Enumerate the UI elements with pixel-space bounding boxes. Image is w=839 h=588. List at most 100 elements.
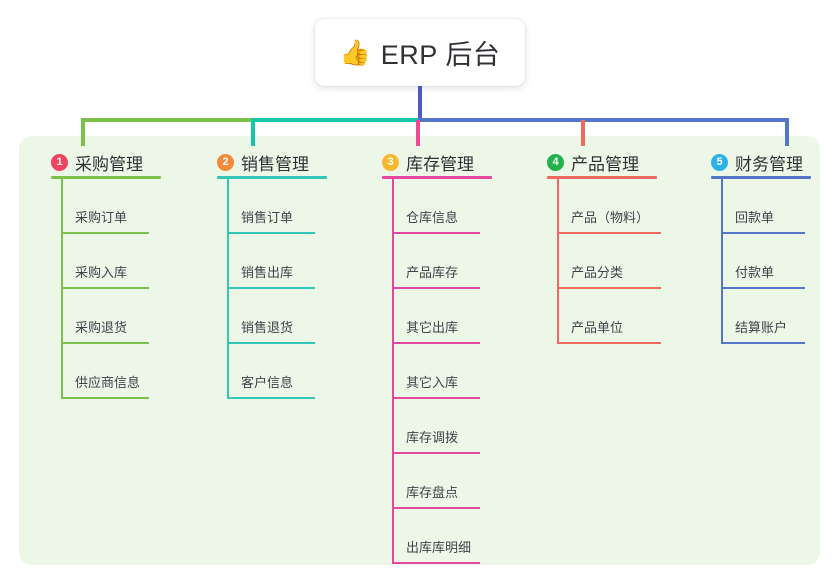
branch-leaf-list: 产品（物料） 产品分类产品单位 <box>529 179 661 344</box>
leaf-node-label: 其它出库 <box>406 320 459 335</box>
leaf-node-label: 回款单 <box>735 210 775 225</box>
leaf-node[interactable]: 付款单 <box>693 234 811 289</box>
leaf-node-label: 采购退货 <box>75 320 128 335</box>
leaf-node[interactable]: 产品单位 <box>529 289 661 344</box>
leaf-node-rule <box>392 287 480 289</box>
leaf-node[interactable]: 产品分类 <box>529 234 661 289</box>
leaf-node-rule <box>392 452 480 454</box>
branch-title: 库存管理 <box>406 154 474 174</box>
leaf-node[interactable]: 其它出库 <box>364 289 492 344</box>
branch-header-rule <box>711 176 811 179</box>
leaf-node[interactable]: 库存盘点 <box>364 454 492 509</box>
leaf-node[interactable]: 销售订单 <box>199 179 327 234</box>
branch-title: 采购管理 <box>75 154 143 174</box>
leaf-node-rule <box>392 232 480 234</box>
leaf-node-label: 库存盘点 <box>406 485 459 500</box>
leaf-node[interactable]: 回款单 <box>693 179 811 234</box>
leaf-node-rule <box>557 232 661 234</box>
leaf-node-label: 仓库信息 <box>406 210 459 225</box>
leaf-node-label: 结算账户 <box>735 320 788 335</box>
leaf-node-rule <box>227 342 315 344</box>
leaf-node-rule <box>227 232 315 234</box>
leaf-node[interactable]: 产品（物料） <box>529 179 661 234</box>
leaf-node-rule <box>392 562 480 564</box>
branch-column-4: 4 产品管理产品（物料） 产品分类产品单位 <box>529 145 661 344</box>
leaf-node-label: 库存调拨 <box>406 430 459 445</box>
leaf-node-rule <box>61 232 149 234</box>
branch-spine <box>721 179 723 344</box>
leaf-node-label: 产品单位 <box>571 320 624 335</box>
branch-header-4[interactable]: 4 产品管理 <box>529 145 657 179</box>
leaf-node-rule <box>227 397 315 399</box>
leaf-node-label: 其它入库 <box>406 375 459 390</box>
leaf-node-rule <box>557 342 661 344</box>
leaf-node[interactable]: 采购订单 <box>33 179 161 234</box>
leaf-node-label: 产品（物料） <box>571 210 650 225</box>
branch-header-rule <box>547 176 657 179</box>
leaf-node[interactable]: 采购退货 <box>33 289 161 344</box>
branch-leaf-list: 销售订单销售出库销售退货客户信息 <box>199 179 327 399</box>
leaf-node[interactable]: 结算账户 <box>693 289 811 344</box>
leaf-node-rule <box>61 397 149 399</box>
branch-header-1[interactable]: 1 采购管理 <box>33 145 161 179</box>
branch-title: 产品管理 <box>571 154 639 174</box>
leaf-node[interactable]: 库存调拨 <box>364 399 492 454</box>
leaf-node[interactable]: 产品库存 <box>364 234 492 289</box>
branch-column-1: 1 采购管理采购订单采购入库采购退货供应商信息 <box>33 145 161 399</box>
leaf-node-rule <box>61 342 149 344</box>
leaf-node[interactable]: 销售出库 <box>199 234 327 289</box>
leaf-node-label: 客户信息 <box>241 375 294 390</box>
leaf-node[interactable]: 供应商信息 <box>33 344 161 399</box>
leaf-node-rule <box>392 507 480 509</box>
branch-column-2: 2 销售管理销售订单销售出库销售退货客户信息 <box>199 145 327 399</box>
leaf-node[interactable]: 客户信息 <box>199 344 327 399</box>
leaf-node-rule <box>721 232 805 234</box>
leaf-node-rule <box>721 342 805 344</box>
leaf-node[interactable]: 销售退货 <box>199 289 327 344</box>
leaf-node-rule <box>392 342 480 344</box>
diagram-body-panel <box>19 136 820 565</box>
leaf-node[interactable]: 出库库明细 <box>364 509 492 564</box>
root-node-erp-backend[interactable]: 👍 ERP 后台 <box>315 19 525 86</box>
branch-spine <box>392 179 394 564</box>
leaf-node-label: 产品分类 <box>571 265 624 280</box>
leaf-node-rule <box>721 287 805 289</box>
branch-leaf-list: 仓库信息产品库存其它出库其它入库库存调拨库存盘点出库库明细 <box>364 179 492 564</box>
branch-title: 财务管理 <box>735 154 803 174</box>
leaf-node-rule <box>392 397 480 399</box>
leaf-node-rule <box>227 287 315 289</box>
leaf-node-label: 供应商信息 <box>75 375 141 390</box>
leaf-node-rule <box>557 287 661 289</box>
leaf-node-rule <box>61 287 149 289</box>
leaf-node-label: 销售出库 <box>241 265 294 280</box>
leaf-node[interactable]: 采购入库 <box>33 234 161 289</box>
leaf-node-label: 采购入库 <box>75 265 128 280</box>
leaf-node-label: 付款单 <box>735 265 775 280</box>
leaf-node-label: 销售订单 <box>241 210 294 225</box>
branch-header-2[interactable]: 2 销售管理 <box>199 145 327 179</box>
branch-header-rule <box>382 176 492 179</box>
branch-header-rule <box>217 176 327 179</box>
branch-spine <box>557 179 559 344</box>
leaf-node[interactable]: 仓库信息 <box>364 179 492 234</box>
thumbs-up-icon: 👍 <box>339 39 371 67</box>
branch-number-badge: 2 <box>217 153 234 171</box>
branch-leaf-list: 采购订单采购入库采购退货供应商信息 <box>33 179 161 399</box>
branch-number-badge: 4 <box>547 153 564 171</box>
leaf-node-label: 产品库存 <box>406 265 459 280</box>
leaf-node-label: 出库库明细 <box>406 540 472 555</box>
branch-leaf-list: 回款单付款单结算账户 <box>693 179 811 344</box>
branch-number-badge: 1 <box>51 153 68 171</box>
leaf-node-label: 销售退货 <box>241 320 294 335</box>
leaf-node[interactable]: 其它入库 <box>364 344 492 399</box>
leaf-node-label: 采购订单 <box>75 210 128 225</box>
branch-spine <box>227 179 229 399</box>
branch-title: 销售管理 <box>241 154 309 174</box>
branch-spine <box>61 179 63 399</box>
